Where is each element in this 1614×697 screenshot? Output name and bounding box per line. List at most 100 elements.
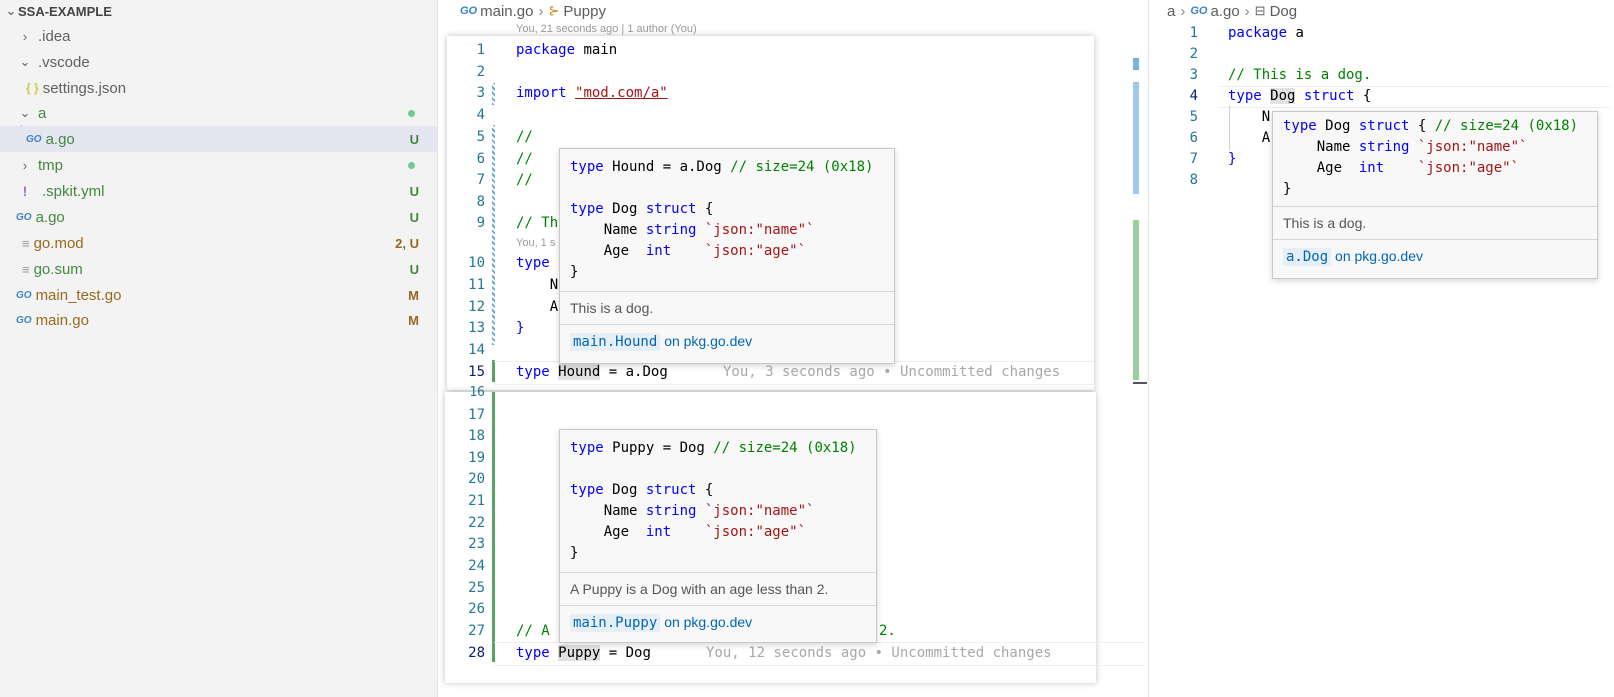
breadcrumb-file[interactable]: a.go (1210, 2, 1240, 20)
dirty-diff-modified (492, 83, 495, 105)
go-file-icon: GO (26, 133, 42, 145)
git-status-badge: 2, U (395, 235, 419, 251)
line-number: 9 (476, 215, 485, 231)
code-text: Puppy = Dog (603, 440, 714, 456)
struct-tag: `json:"name"` (1409, 139, 1528, 155)
code-line[interactable]: import "mod.com/a" (516, 85, 668, 101)
symbol-dog[interactable]: Dog (1270, 88, 1296, 104)
untracked-dot-badge (408, 161, 415, 169)
comment-line[interactable]: // This is a dog. (1228, 67, 1372, 83)
code-line-puppy[interactable]: type Puppy = Dog (516, 645, 651, 661)
breadcrumb-symbol[interactable]: Puppy (563, 2, 606, 20)
tree-item-go-mod[interactable]: ≡ go.mod 2, U (0, 230, 437, 256)
symbol-chip[interactable]: main.Hound (570, 333, 661, 351)
code-text: = a.Dog (600, 364, 668, 380)
code-line-dog[interactable]: type Dog struct { (1228, 88, 1371, 104)
comment-line[interactable]: // (516, 172, 533, 188)
keyword: struct (645, 482, 697, 498)
tree-item-main-go[interactable]: GO main.go M (0, 307, 437, 333)
editor-group-divider[interactable] (1148, 0, 1149, 697)
keyword: import (516, 85, 567, 101)
keyword: int (645, 524, 672, 540)
tree-item-go-sum[interactable]: ≡ go.sum U (0, 256, 437, 282)
pkg-go-dev-link[interactable]: on pkg.go.dev (664, 614, 753, 630)
tree-item-a-go-nested[interactable]: GO a.go U (0, 126, 437, 152)
symbol-chip[interactable]: main.Puppy (570, 614, 661, 632)
comment-line[interactable]: // Th (516, 215, 559, 231)
code-line[interactable]: A (1228, 130, 1271, 146)
codelens-authors[interactable]: You, 21 seconds ago | 1 author (You) (516, 23, 697, 35)
line-number: 2 (1189, 46, 1198, 62)
pkg-go-dev-link[interactable]: on pkg.go.dev (664, 333, 753, 349)
keyword: package (516, 42, 576, 58)
line-number-current: 15 (468, 364, 485, 380)
tree-item-a-go[interactable]: GO a.go U (0, 204, 437, 230)
symbol-puppy[interactable]: Puppy (558, 645, 601, 661)
comment-line[interactable]: // (516, 129, 533, 145)
code-text: = Dog (600, 645, 651, 661)
tree-item-idea[interactable]: › .idea (0, 23, 437, 49)
code-text: { (1354, 88, 1372, 104)
go-file-icon: GO (460, 5, 478, 17)
symbol-hound[interactable]: Hound (558, 364, 601, 380)
pkg-go-dev-link[interactable]: on pkg.go.dev (1335, 248, 1424, 264)
line-number: 16 (469, 385, 485, 400)
codelens-blame[interactable]: You, 1 s (516, 237, 556, 249)
hover-doc: This is a dog. (560, 291, 894, 324)
struct-tag: `json:"name"` (696, 222, 815, 238)
tree-item-spkit-yml[interactable]: ! .spkit.yml U (0, 178, 437, 204)
line-number-current: 4 (1189, 88, 1198, 104)
keyword: type (516, 645, 550, 661)
tree-item-main-test-go[interactable]: GO main_test.go M (0, 282, 437, 308)
overview-ruler-mark (1133, 58, 1139, 70)
keyword: struct (1358, 118, 1410, 134)
text-file-icon: ≡ (22, 261, 30, 277)
yaml-icon: ! (22, 183, 28, 199)
keyword: int (645, 243, 672, 259)
chevron-down-icon: ⌄ (5, 3, 17, 18)
breadcrumb-file[interactable]: main.go (480, 2, 534, 20)
tree-item-vscode[interactable]: ⌄ .vscode (0, 49, 437, 75)
code-text: Age (1283, 160, 1359, 176)
code-line[interactable]: } (516, 320, 525, 336)
keyword: type (570, 482, 604, 498)
line-number: 27 (468, 623, 485, 639)
code-line[interactable]: package main (516, 42, 617, 58)
line-number: 11 (468, 277, 485, 293)
code-line[interactable]: N (1228, 109, 1271, 125)
indent-guide (1229, 106, 1230, 150)
explorer-root-header[interactable]: ⌄ SSA-EXAMPLE (4, 2, 112, 20)
chevron-right-icon: › (1180, 2, 1186, 20)
tree-item-folder-a[interactable]: ⌄ a (0, 100, 437, 126)
breadcrumb-folder[interactable]: a (1167, 2, 1176, 20)
code-text: Hound = a.Dog (603, 159, 731, 175)
line-number: 6 (1189, 130, 1198, 146)
hover-code: type Puppy = Dog // size=24 (0x18) type … (570, 440, 857, 561)
comment-line[interactable]: // A (516, 623, 550, 639)
keyword: string (1358, 139, 1410, 155)
breadcrumb-symbol[interactable]: Dog (1269, 2, 1298, 20)
go-file-icon: GO (16, 289, 32, 301)
tree-item-tmp[interactable]: › tmp (0, 152, 437, 178)
comment-line[interactable]: // (516, 151, 533, 167)
json-icon: { } (26, 81, 39, 95)
line-number: 1 (1189, 25, 1198, 41)
hover-link-row: main.Hound on pkg.go.dev (560, 324, 894, 358)
scroll-position-indicator[interactable] (1133, 382, 1147, 384)
hover-link-row: main.Puppy on pkg.go.dev (560, 605, 876, 639)
tree-item-settings-json[interactable]: { } settings.json (0, 75, 437, 101)
git-status-badge: M (408, 312, 419, 328)
chevron-right-icon: › (22, 28, 28, 44)
line-number: 24 (468, 558, 485, 574)
keyword: type (1283, 118, 1317, 134)
code-line[interactable]: package a (1228, 25, 1304, 41)
import-path-link[interactable]: "mod.com/a" (575, 85, 668, 101)
code-line[interactable]: A (516, 299, 559, 315)
code-line[interactable]: N (516, 277, 559, 293)
code-line[interactable]: } (1228, 151, 1237, 167)
overview-ruler-mark (1133, 82, 1139, 194)
tree-item-label: settings.json (42, 79, 127, 97)
code-line-hound[interactable]: type Hound = a.Dog (516, 364, 668, 380)
symbol-chip[interactable]: a.Dog (1283, 248, 1332, 266)
keyword[interactable]: type (516, 255, 550, 271)
